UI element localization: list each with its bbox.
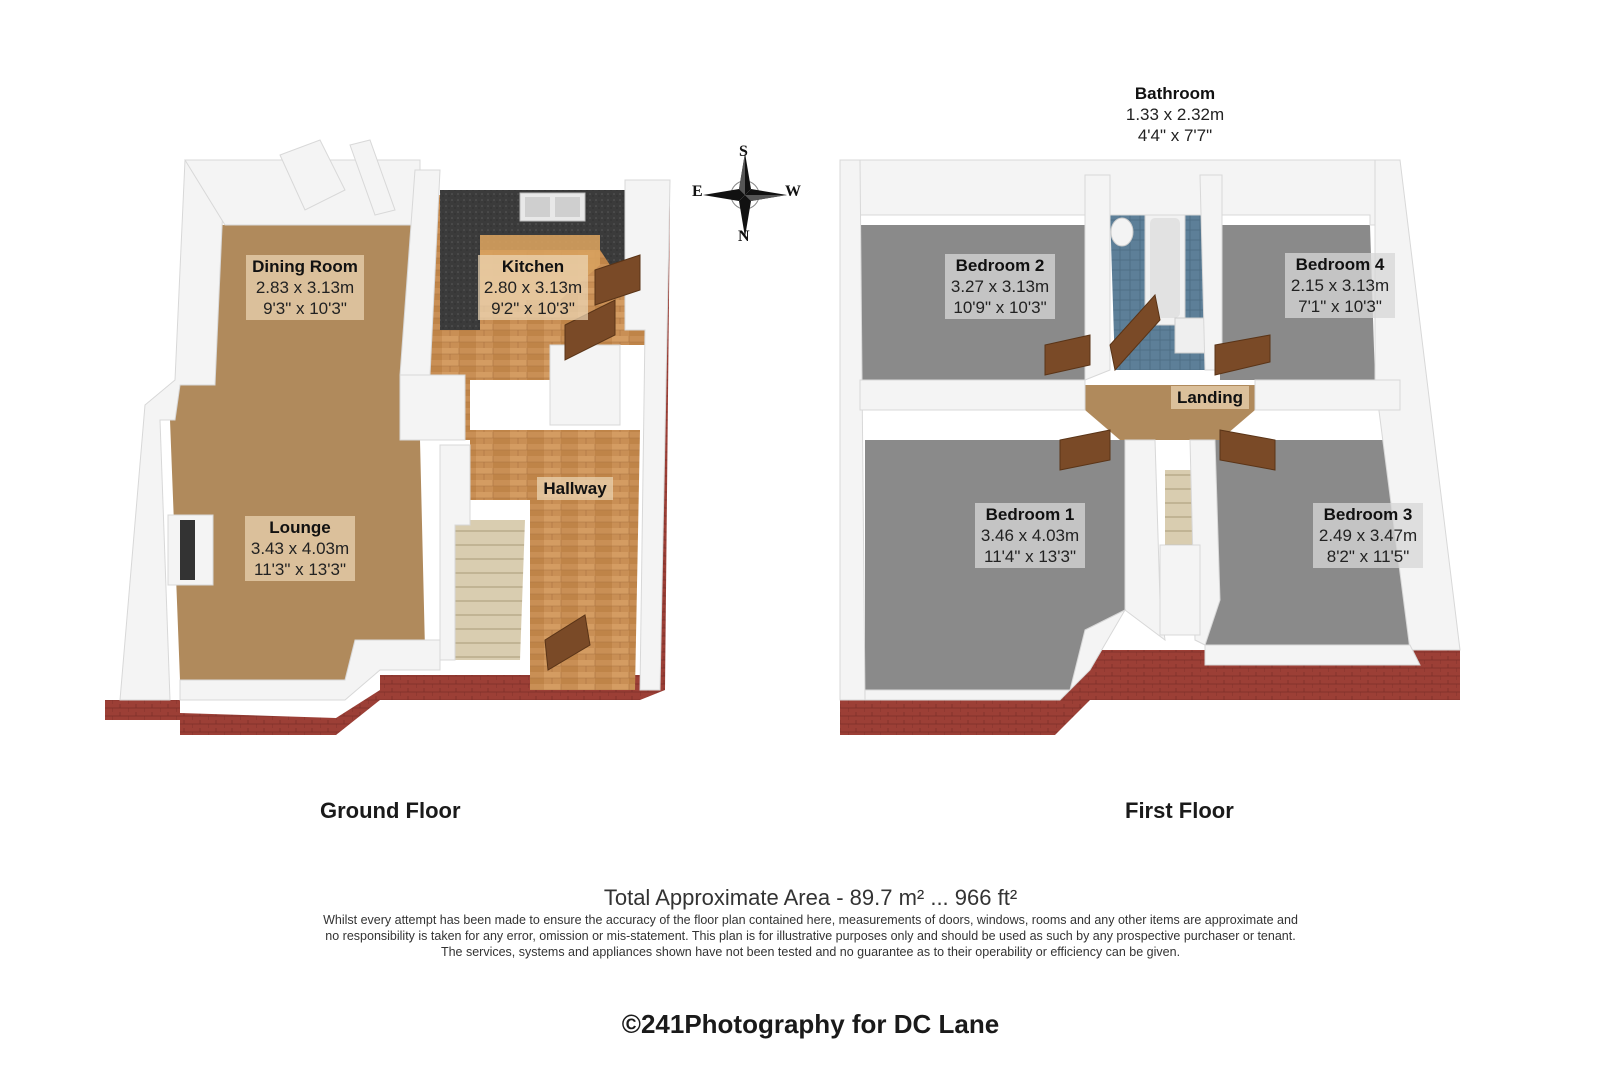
first-middle-wall-left — [859, 379, 1086, 411]
compass-north-label: N — [738, 228, 750, 245]
dining-room-imperial: 9'3" x 10'3" — [263, 299, 347, 318]
compass-west-label: W — [785, 183, 801, 200]
bedroom-4-label: Bedroom 4 2.15 x 3.13m 7'1" x 10'3" — [1265, 253, 1415, 318]
compass-rose — [703, 153, 787, 237]
first-floor-title: First Floor — [1125, 798, 1234, 823]
bedroom-2-door — [1044, 334, 1091, 376]
dining-lounge-floor — [170, 222, 425, 680]
bedroom-3-name: Bedroom 3 — [1323, 505, 1413, 524]
lounge-metric: 3.43 x 4.03m — [250, 539, 350, 558]
bedroom-1-name: Bedroom 1 — [985, 505, 1075, 524]
lounge-bay-wall — [179, 639, 441, 701]
ground-floor-stairs — [455, 520, 525, 660]
ground-floor-title: Ground Floor — [320, 798, 461, 823]
bedroom-1-imperial: 11'4" x 13'3" — [984, 547, 1076, 566]
bedroom-4-imperial: 7'1" x 10'3" — [1298, 297, 1382, 316]
bedroom-3-floor — [1205, 440, 1410, 650]
dining-room-metric: 2.83 x 3.13m — [255, 278, 355, 297]
bedroom-4-name: Bedroom 4 — [1295, 255, 1385, 274]
bedroom-2-name: Bedroom 2 — [955, 256, 1045, 275]
bathroom-door — [1109, 293, 1161, 372]
lounge-imperial: 11'3" x 13'3" — [254, 560, 346, 579]
disclaimer: Whilst every attempt has been made to en… — [200, 912, 1421, 960]
bedroom-3-metric: 2.49 x 3.47m — [1318, 526, 1418, 545]
ground-floor-plan — [105, 139, 671, 735]
kitchen-door-upper — [594, 254, 641, 306]
toilet — [1110, 217, 1134, 247]
lounge-name: Lounge — [269, 518, 331, 537]
compass-south-label: S — [739, 143, 748, 160]
photography-credit: ©241Photography for DC Lane — [621, 1009, 1000, 1039]
bathroom-left-wall — [1084, 174, 1111, 381]
disclaimer-line-1: Whilst every attempt has been made to en… — [323, 913, 1298, 927]
dining-room-label: Dining Room 2.83 x 3.13m 9'3" x 10'3" — [225, 255, 385, 320]
first-floor-brick-base — [840, 650, 1460, 735]
stair-wall-left — [1124, 439, 1166, 642]
bedroom-1-door — [1059, 429, 1111, 471]
ground-left-wall — [119, 159, 226, 701]
front-door — [544, 614, 591, 671]
bathroom-metric: 1.33 x 2.32m — [1125, 105, 1225, 124]
bathroom-name: Bathroom — [1134, 84, 1216, 103]
bedroom-2-label: Bedroom 2 3.27 x 3.13m 10'9" x 10'3" — [925, 254, 1075, 319]
first-top-wall — [839, 159, 1401, 226]
bedroom-1-metric: 3.46 x 4.03m — [980, 526, 1080, 545]
bedroom-1-bay-wall — [864, 608, 1127, 701]
disclaimer-line-2: no responsibility is taken for any error… — [325, 929, 1296, 943]
bedroom-3-imperial: 8'2" x 11'5" — [1326, 547, 1410, 566]
kitchen-metric: 2.80 x 3.13m — [483, 278, 583, 297]
bedroom-3-label: Bedroom 3 2.49 x 3.47m 8'2" x 11'5" — [1293, 503, 1443, 568]
kitchen-name: Kitchen — [501, 257, 565, 276]
bedroom-4-door — [1214, 334, 1271, 376]
lounge-label: Lounge 3.43 x 4.03m 11'3" x 13'3" — [220, 516, 380, 581]
disclaimer-line-3: The services, systems and appliances sho… — [440, 945, 1181, 959]
total-area: Total Approximate Area - 89.7 m² ... 966… — [603, 885, 1018, 910]
kitchen-door-lower — [564, 299, 616, 361]
dining-room-name: Dining Room — [252, 257, 358, 276]
kitchen-label: Kitchen 2.80 x 3.13m 9'2" x 10'3" — [458, 255, 608, 320]
first-middle-wall-right — [1254, 379, 1401, 411]
stair-well — [1159, 544, 1201, 636]
bedroom-3-bottom-wall — [1204, 644, 1421, 666]
bedroom-2-metric: 3.27 x 3.13m — [950, 277, 1050, 296]
window-door-frame — [279, 139, 346, 211]
landing-label: Landing — [1160, 386, 1260, 409]
landing-name: Landing — [1176, 388, 1244, 407]
first-floor-plan — [839, 159, 1461, 735]
hallway-name: Hallway — [543, 479, 607, 498]
bathroom-label: Bathroom 1.33 x 2.32m 4'4" x 7'7" — [1110, 82, 1240, 147]
bedroom-4-metric: 2.15 x 3.13m — [1290, 276, 1390, 295]
ground-right-wall — [624, 179, 671, 691]
kitchen-imperial: 9'2" x 10'3" — [491, 299, 575, 318]
hallway-label: Hallway — [520, 477, 630, 500]
compass-east-label: E — [692, 183, 703, 200]
kitchen-worktop — [440, 190, 650, 330]
bedroom-3-door — [1219, 429, 1276, 471]
bedroom-1-label: Bedroom 1 3.46 x 4.03m 11'4" x 13'3" — [955, 503, 1105, 568]
bathroom-imperial: 4'4" x 7'7" — [1137, 126, 1213, 145]
bedroom-2-imperial: 10'9" x 10'3" — [953, 298, 1047, 317]
